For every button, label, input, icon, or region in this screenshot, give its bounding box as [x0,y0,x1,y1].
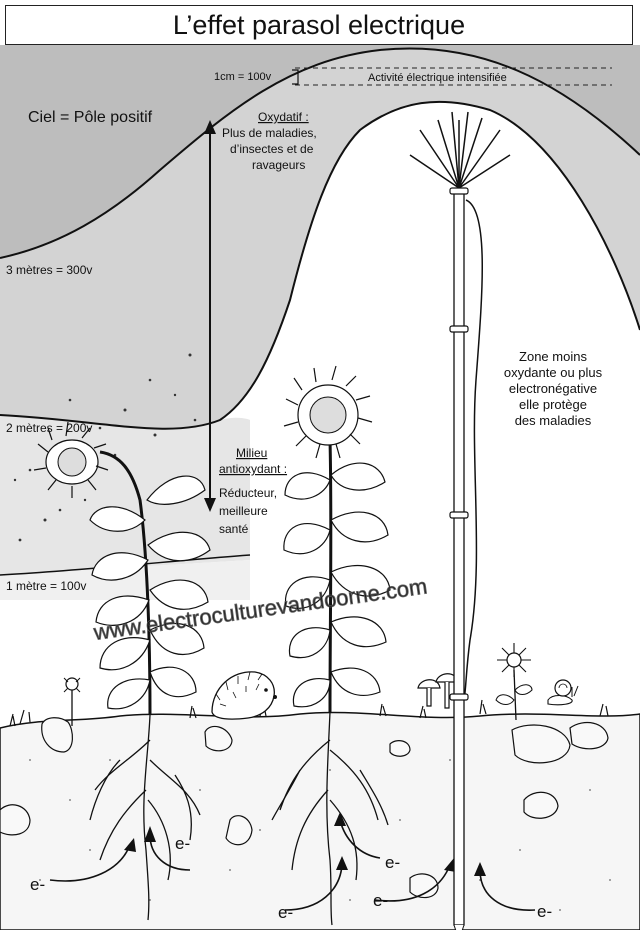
grass-tufts [9,699,609,727]
curve-300v [0,47,640,259]
scale-bracket [292,69,299,85]
electron-label-1: e- [30,875,45,894]
arrow-up-head [204,120,216,134]
label-milieu-4: meilleure [219,504,268,518]
roots-left [89,714,201,921]
label-3m: 3 mètres = 300v [6,263,92,277]
snail [547,679,579,706]
antenna [409,111,511,930]
electron-arrows [49,819,536,911]
label-ciel: Ciel = Pôle positif [28,109,153,126]
label-milieu-1: Milieu [236,446,267,460]
insect-particles [13,353,197,542]
label-milieu-5: santé [219,522,249,536]
label-zone-4: elle protège [519,397,587,412]
hedgehog [211,671,277,720]
sky-layer-3m [0,45,640,258]
label-oxydatif-1: Plus de maladies, [222,126,317,140]
label-zone-5: des maladies [515,413,592,428]
label-zone-2: oxydante ou plus [504,365,603,380]
label-2m: 2 mètres = 200v [6,421,92,435]
electron-label-6: e- [537,902,552,921]
label-milieu-2: antioxydant : [219,462,287,476]
electron-arrowheads [124,812,486,876]
roots-middle [271,711,389,926]
label-oxydatif-title: Oxydatif : [258,110,309,124]
arrow-down-head [204,498,216,512]
label-1m: 1 mètre = 100v [6,579,86,593]
mushrooms [417,673,459,709]
title-box: L’effet parasol electrique [5,5,633,45]
sunflower-middle [283,365,391,713]
sky-layer-1m [0,415,250,575]
curve-200v [0,100,640,430]
label-activite: Activité électrique intensifiée [368,72,507,84]
daisy-right [495,643,533,721]
page-title: L’effet parasol electrique [172,9,466,40]
label-oxydatif-3: ravageurs [252,158,305,172]
stones [0,717,609,899]
electron-label-4: e- [385,853,400,872]
electron-label-2: e- [175,834,190,853]
small-flower-left [63,677,81,726]
label-scale-1cm: 1cm = 100v [214,71,272,83]
electron-label-5: e- [373,891,388,910]
label-zone-1: Zone moins [519,349,587,364]
label-oxydatif-2: d’insectes et de [230,142,314,156]
label-zone-3: electronégative [509,381,597,396]
sunflower-left [33,421,211,716]
sky-layer-2m [0,48,640,429]
electron-label-3: e- [278,903,293,922]
label-milieu-3: Réducteur, [219,486,277,500]
